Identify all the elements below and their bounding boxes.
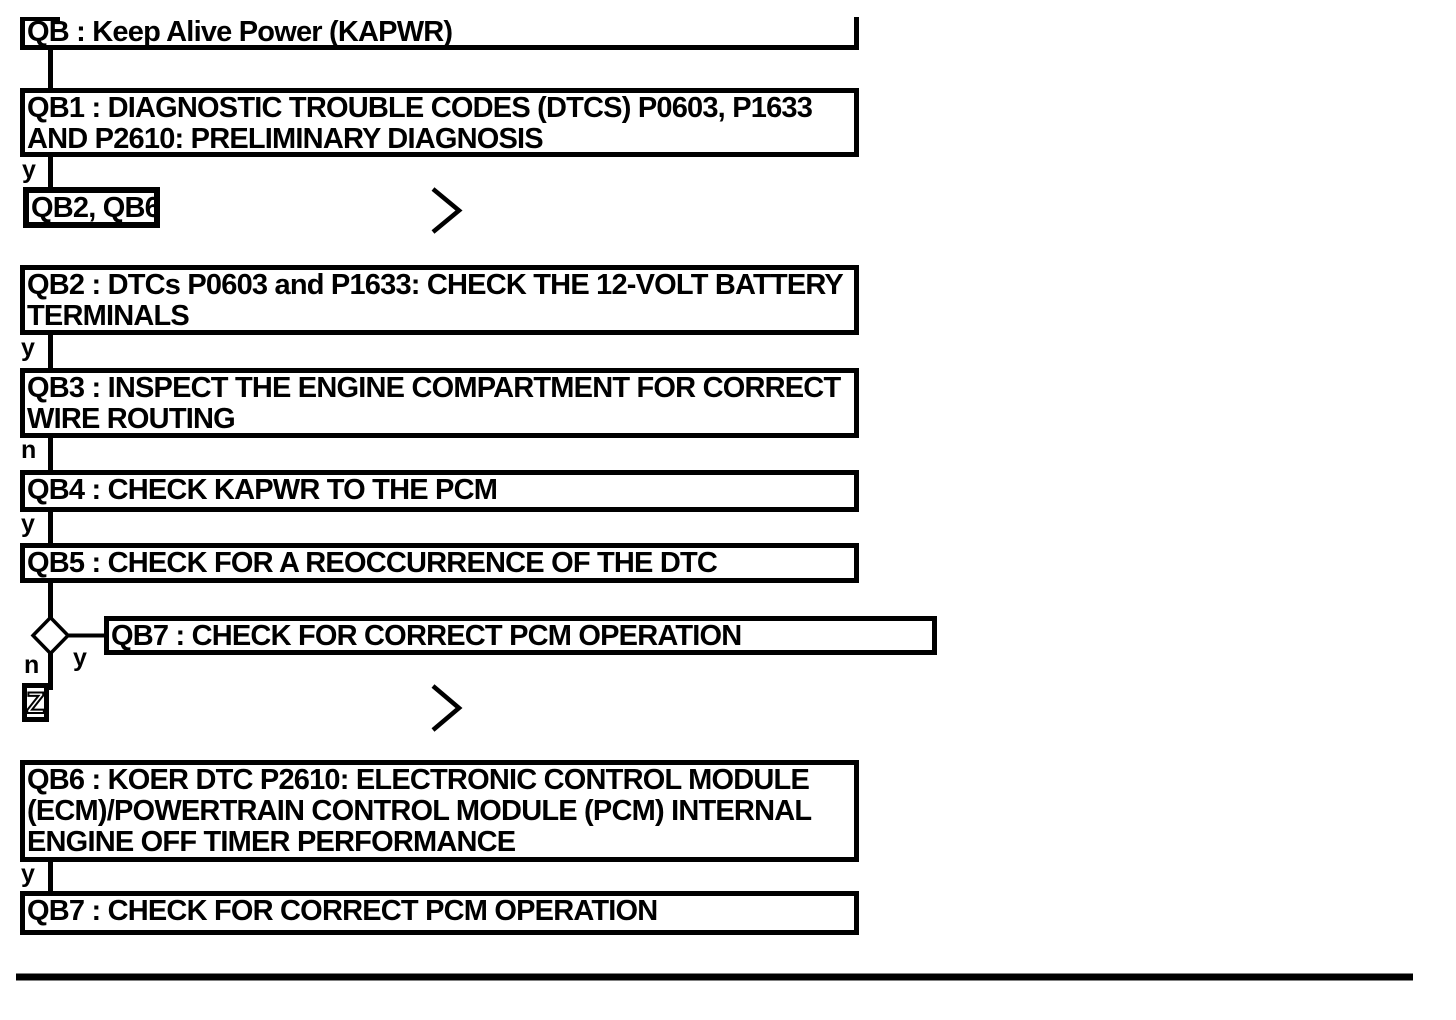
offpage-connector-z: Z bbox=[22, 683, 49, 722]
node-qb7-bottom: QB7 : CHECK FOR CORRECT PCM OPERATION bbox=[20, 891, 859, 935]
node-qb5-label: QB5 : CHECK FOR A REOCCURRENCE OF THE DT… bbox=[27, 547, 718, 579]
node-qb-title: QB : Keep Alive Power (KAPWR) bbox=[20, 17, 859, 50]
edge-label-qb4-yes: y bbox=[21, 510, 35, 538]
edge-label-qb2-yes: y bbox=[21, 334, 35, 362]
title-box-top-tick bbox=[20, 17, 60, 21]
node-qb2-qb6-reference-label: QB2, QB6 bbox=[31, 192, 161, 224]
offpage-connector-z-glyph: Z bbox=[25, 686, 45, 721]
decision-diamond bbox=[30, 614, 71, 657]
node-qb-title-label: QB : Keep Alive Power (KAPWR) bbox=[27, 16, 453, 48]
node-qb3-line: QB3 : INSPECT THE ENGINE COMPARTMENT FOR… bbox=[27, 372, 841, 404]
node-qb2: QB2 : DTCs P0603 and P1633: CHECK THE 12… bbox=[20, 265, 859, 335]
edge-label-qb6-yes: y bbox=[21, 860, 35, 888]
node-qb7-top: QB7 : CHECK FOR CORRECT PCM OPERATION bbox=[104, 616, 937, 655]
node-qb6-line: QB6 : KOER DTC P2610: ELECTRONIC CONTROL… bbox=[27, 764, 810, 796]
offpage-connector-z-label: Z bbox=[26, 687, 44, 720]
node-qb3: QB3 : INSPECT THE ENGINE COMPARTMENT FOR… bbox=[20, 368, 859, 438]
node-qb7-top-label: QB7 : CHECK FOR CORRECT PCM OPERATION bbox=[111, 620, 742, 652]
node-qb4-label: QB4 : CHECK KAPWR TO THE PCM bbox=[27, 474, 498, 506]
node-qb1: QB1 : DIAGNOSTIC TROUBLE CODES (DTCS) P0… bbox=[20, 88, 859, 157]
continuation-chevron-icon bbox=[431, 187, 463, 234]
node-qb2-line: TERMINALS bbox=[27, 300, 190, 332]
edge-label-qb3-no: n bbox=[21, 436, 37, 464]
node-qb6-line: ENGINE OFF TIMER PERFORMANCE bbox=[27, 826, 516, 858]
edge-label-decision-no: n bbox=[24, 651, 40, 679]
node-qb1-line: QB1 : DIAGNOSTIC TROUBLE CODES (DTCS) P0… bbox=[27, 92, 813, 124]
node-qb7-bottom-label: QB7 : CHECK FOR CORRECT PCM OPERATION bbox=[27, 895, 658, 927]
node-qb2-line: QB2 : DTCs P0603 and P1633: CHECK THE 12… bbox=[27, 269, 844, 301]
node-qb2-qb6-reference: QB2, QB6 bbox=[23, 187, 161, 228]
node-qb3-line: WIRE ROUTING bbox=[27, 403, 236, 435]
edge-label-decision-yes: y bbox=[73, 644, 87, 672]
continuation-chevron-icon bbox=[431, 684, 463, 732]
node-qb4: QB4 : CHECK KAPWR TO THE PCM bbox=[20, 470, 859, 512]
node-qb6: QB6 : KOER DTC P2610: ELECTRONIC CONTROL… bbox=[20, 760, 859, 862]
node-qb5: QB5 : CHECK FOR A REOCCURRENCE OF THE DT… bbox=[20, 543, 859, 583]
edge-label-qb1-yes: y bbox=[22, 156, 36, 184]
node-qb6-line: (ECM)/POWERTRAIN CONTROL MODULE (PCM) IN… bbox=[27, 795, 812, 827]
node-qb1-line: AND P2610: PRELIMINARY DIAGNOSIS bbox=[27, 123, 544, 155]
